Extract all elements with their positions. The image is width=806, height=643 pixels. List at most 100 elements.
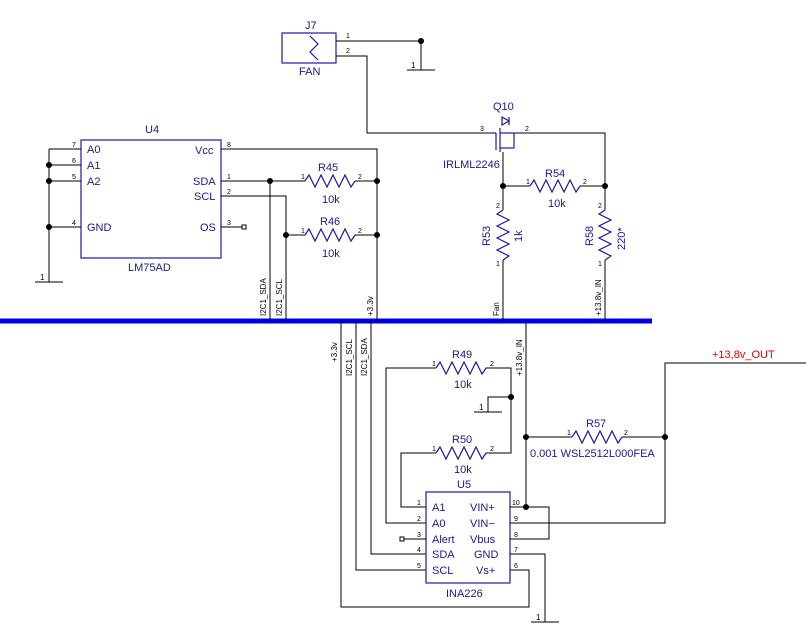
mosfet-q10: Q10 IRLML2246 3 2	[443, 101, 529, 171]
svg-text:10k: 10k	[454, 464, 472, 476]
svg-text:1: 1	[432, 446, 436, 453]
net-3v3-bottom: +3.3v	[330, 342, 339, 362]
svg-text:1: 1	[411, 61, 416, 70]
svg-text:R49: R49	[452, 349, 472, 361]
net-3v3-top: +3.3v	[366, 296, 375, 316]
svg-text:2: 2	[490, 361, 494, 368]
j7-pin2: 2	[346, 48, 350, 55]
svg-text:A0: A0	[87, 144, 100, 156]
svg-text:A2: A2	[87, 176, 100, 188]
connector-j7: J7 FAN 1 2	[281, 20, 350, 78]
svg-text:8: 8	[227, 142, 231, 149]
net-13v8-in-top: +13.8v_IN	[594, 279, 603, 316]
svg-text:4: 4	[72, 220, 76, 227]
svg-text:Vs+: Vs+	[476, 565, 495, 577]
resistor-r57	[571, 429, 623, 445]
net-fan: Fan	[492, 302, 501, 316]
j7-pin1: 1	[346, 33, 350, 40]
svg-text:2: 2	[358, 228, 362, 235]
svg-text:OS: OS	[200, 222, 216, 234]
svg-text:2: 2	[624, 430, 628, 437]
svg-text:10: 10	[512, 500, 520, 507]
svg-text:VIN−: VIN−	[470, 518, 495, 530]
u5-value: INA226	[446, 588, 483, 600]
svg-text:SCL: SCL	[194, 191, 215, 203]
svg-text:GND: GND	[474, 549, 499, 561]
resistor-r58	[597, 209, 613, 261]
svg-text:10k: 10k	[454, 379, 472, 391]
svg-text:10k: 10k	[322, 194, 340, 206]
resistor-r49	[435, 360, 487, 376]
svg-text:SCL: SCL	[432, 565, 453, 577]
svg-text:2: 2	[583, 179, 587, 186]
u4-ref: U4	[145, 124, 159, 136]
svg-text:R58: R58	[584, 226, 596, 246]
svg-text:GND: GND	[87, 222, 112, 234]
svg-text:8: 8	[514, 532, 518, 539]
svg-text:1: 1	[227, 174, 231, 181]
svg-text:3: 3	[227, 220, 231, 227]
svg-text:2: 2	[525, 126, 529, 133]
resistor-r45	[304, 173, 356, 189]
resistor-r50	[435, 445, 487, 461]
svg-text:1: 1	[432, 361, 436, 368]
svg-text:1: 1	[479, 403, 484, 412]
svg-text:2: 2	[417, 516, 421, 523]
svg-text:0.001 WSL2512L000FEA: 0.001 WSL2512L000FEA	[530, 448, 655, 460]
svg-text:9: 9	[514, 516, 518, 523]
svg-text:1: 1	[496, 261, 500, 268]
svg-text:1: 1	[40, 273, 45, 282]
svg-text:10k: 10k	[322, 248, 340, 260]
svg-text:6: 6	[514, 563, 518, 570]
svg-text:R53: R53	[481, 226, 493, 246]
svg-text:1: 1	[536, 613, 541, 622]
svg-text:6: 6	[72, 158, 76, 165]
resistor-r53	[495, 209, 511, 261]
svg-text:3: 3	[417, 532, 421, 539]
svg-text:5: 5	[417, 563, 421, 570]
q10-value: IRLML2246	[443, 159, 500, 171]
svg-text:1k: 1k	[513, 230, 525, 242]
net-i2c-sda-top: I2C1_SDA	[259, 278, 268, 316]
q10-ref: Q10	[493, 101, 514, 113]
resistor-r54	[529, 178, 581, 194]
svg-text:A0: A0	[432, 518, 445, 530]
svg-text:10k: 10k	[548, 198, 566, 210]
net-i2c-sda-bottom: I2C1_SDA	[360, 338, 369, 376]
j7-ref: J7	[305, 20, 317, 32]
svg-text:1: 1	[567, 430, 571, 437]
svg-text:4: 4	[417, 547, 421, 554]
svg-text:R46: R46	[320, 216, 340, 228]
svg-text:SDA: SDA	[193, 176, 216, 188]
net-output: +13,8v_OUT	[712, 349, 775, 361]
svg-text:1: 1	[301, 228, 305, 235]
j7-value: FAN	[299, 66, 320, 78]
svg-text:2: 2	[358, 174, 362, 181]
ic-u5: U5 INA226 A1 A0 Alert SDA SCL 1 2 3 4 5 …	[417, 479, 520, 600]
net-i2c-scl-bottom: I2C1_SCL	[345, 339, 354, 376]
svg-text:1: 1	[301, 174, 305, 181]
svg-text:7: 7	[514, 547, 518, 554]
svg-text:2: 2	[496, 203, 500, 210]
svg-text:VIN+: VIN+	[470, 502, 495, 514]
svg-text:2: 2	[598, 203, 602, 210]
svg-text:220*: 220*	[616, 227, 628, 250]
svg-text:2: 2	[227, 189, 231, 196]
net-i2c-scl-top: I2C1_SCL	[275, 279, 284, 316]
svg-text:1: 1	[598, 261, 602, 268]
svg-text:Vbus: Vbus	[470, 534, 496, 546]
ic-u4: U4 LM75AD A0 A1 A2 GND 7 6 5 4 Vcc SDA S…	[72, 124, 231, 274]
svg-text:SDA: SDA	[432, 549, 455, 561]
svg-text:1: 1	[526, 179, 530, 186]
svg-text:A1: A1	[87, 160, 100, 172]
svg-text:3: 3	[480, 126, 484, 133]
svg-text:2: 2	[490, 446, 494, 453]
svg-text:5: 5	[72, 174, 76, 181]
u5-ref: U5	[457, 479, 471, 491]
svg-text:1: 1	[417, 500, 421, 507]
svg-text:A1: A1	[432, 502, 445, 514]
svg-text:Alert: Alert	[432, 534, 455, 546]
svg-text:7: 7	[72, 142, 76, 149]
net-13v8-in-bottom: +13.8v_IN	[515, 339, 524, 376]
